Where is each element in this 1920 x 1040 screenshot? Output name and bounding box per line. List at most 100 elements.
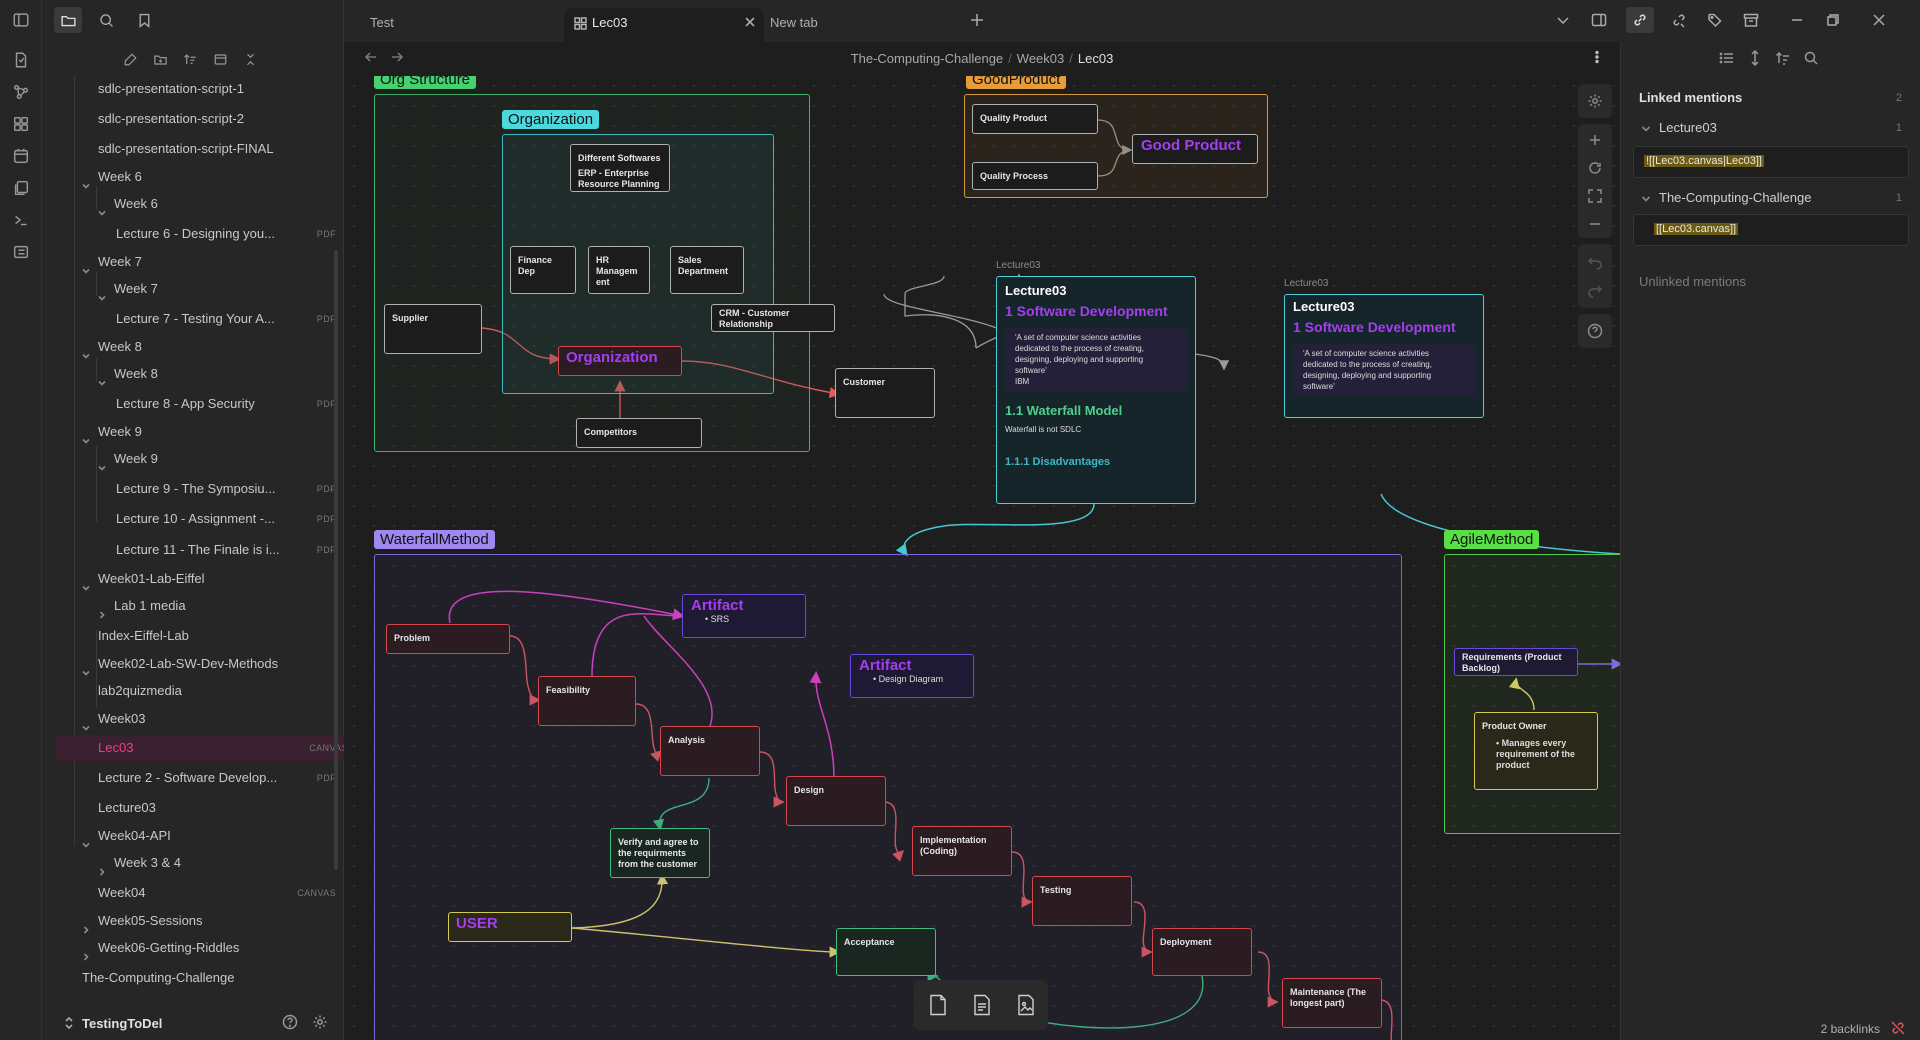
graph-view-icon[interactable] <box>11 82 31 102</box>
backlink-file-computing-challenge[interactable]: The-Computing-Challenge <box>1659 190 1812 205</box>
node-artifact-design-diagram[interactable]: Artifact• Design Diagram <box>850 654 974 698</box>
list-item[interactable]: sdlc-presentation-script-FINAL <box>98 141 274 156</box>
folder-item[interactable]: Week 7 <box>98 276 308 302</box>
node-sales-department[interactable]: Sales Department <box>670 246 744 294</box>
folder-item[interactable]: Lab 1 media <box>98 593 308 619</box>
folder-item[interactable]: Week06-Getting-Riddles <box>82 935 308 961</box>
sidebar-toggle-icon[interactable] <box>11 10 31 30</box>
file-item[interactable]: The-Computing-Challenge <box>82 970 235 985</box>
folder-item[interactable]: Week 9 <box>82 419 308 445</box>
chevron-down-icon[interactable] <box>1641 122 1651 132</box>
file-item[interactable]: Lecture 11 - The Finale is i...PDF <box>116 542 336 557</box>
group-label-good-product[interactable]: GoodProduct <box>966 76 1067 89</box>
node-acceptance[interactable]: Acceptance <box>836 928 936 976</box>
forward-arrow-icon[interactable] <box>390 50 406 66</box>
more-options-icon[interactable] <box>1590 50 1606 66</box>
auto-reveal-icon[interactable] <box>211 50 229 68</box>
node-customer[interactable]: Customer <box>835 368 935 418</box>
node-verify-requirements[interactable]: Verify and agree to the requirments from… <box>610 828 710 878</box>
add-card-icon[interactable] <box>926 993 950 1017</box>
linked-mentions-heading[interactable]: Linked mentions <box>1639 90 1743 105</box>
search-icon[interactable] <box>1803 50 1821 68</box>
undo-icon[interactable] <box>1587 254 1603 270</box>
collapse-results-icon[interactable] <box>1719 50 1737 68</box>
slides-icon[interactable] <box>11 242 31 262</box>
group-label-agile[interactable]: AgileMethod <box>1444 530 1540 549</box>
zoom-in-icon[interactable] <box>1587 132 1603 148</box>
folder-item[interactable]: Week 8 <box>82 334 308 360</box>
back-arrow-icon[interactable] <box>364 50 380 66</box>
backlink-snippet[interactable]: ![[Lec03.canvas|Lec03]] <box>1633 146 1909 178</box>
embed-lecture03-card-2[interactable]: Lecture03 1 Software Development 'A set … <box>1284 294 1484 418</box>
outgoing-links-icon[interactable] <box>1670 11 1688 29</box>
list-item[interactable]: sdlc-presentation-script-1 <box>98 81 244 96</box>
add-media-icon[interactable] <box>1014 993 1038 1017</box>
node-requirements-backlog[interactable]: Requirements (Product Backlog) <box>1454 648 1578 676</box>
daily-note-icon[interactable] <box>11 146 31 166</box>
tab-test[interactable]: Test <box>370 15 394 30</box>
tab-new[interactable]: New tab <box>770 15 818 30</box>
file-item[interactable]: Lecture03 <box>98 800 156 815</box>
templates-icon[interactable] <box>11 178 31 198</box>
unlinked-mentions-heading[interactable]: Unlinked mentions <box>1639 274 1746 289</box>
list-item[interactable]: sdlc-presentation-script-2 <box>98 111 244 126</box>
folder-item[interactable]: Week05-Sessions <box>82 908 308 934</box>
backlink-snippet[interactable]: [[Lec03.canvas]] <box>1633 214 1909 246</box>
file-item-active[interactable]: Lec03CANVAS <box>56 735 344 761</box>
node-problem[interactable]: Problem <box>386 624 510 654</box>
chevron-up-down-icon[interactable] <box>64 1016 74 1030</box>
folder-item[interactable]: Week 8 <box>98 361 308 387</box>
tab-lec03[interactable]: Lec03 <box>564 8 764 42</box>
file-item[interactable]: Lecture 6 - Designing you...PDF <box>116 226 336 241</box>
folder-item[interactable]: Week 9 <box>98 446 308 472</box>
restore-icon[interactable] <box>1824 11 1842 29</box>
group-label-org-structure[interactable]: Org Structure <box>374 76 477 89</box>
node-supplier[interactable]: Supplier <box>384 304 482 354</box>
vault-name[interactable]: TestingToDel <box>82 1016 163 1031</box>
collapse-all-icon[interactable] <box>241 50 259 68</box>
tab-list-chevron-icon[interactable] <box>1554 11 1572 29</box>
chevron-down-icon[interactable] <box>1641 192 1651 202</box>
folder-item[interactable]: Week 7 <box>82 249 308 275</box>
folder-item[interactable]: Week02-Lab-SW-Dev-Methods <box>82 651 308 677</box>
open-quick-switcher-icon[interactable] <box>11 50 31 70</box>
redo-icon[interactable] <box>1587 282 1603 298</box>
help-icon[interactable] <box>282 1014 298 1030</box>
status-backlinks[interactable]: 2 backlinks <box>1820 1022 1880 1036</box>
breadcrumb-part[interactable]: The-Computing-Challenge <box>850 51 1004 66</box>
folder-icon[interactable] <box>54 7 82 33</box>
backlinks-tab-icon[interactable] <box>1626 7 1654 33</box>
help-icon[interactable] <box>1587 323 1603 339</box>
node-quality-process[interactable]: Quality Process <box>972 162 1098 190</box>
new-note-icon[interactable] <box>121 50 139 68</box>
folder-item[interactable]: Week 6 <box>98 191 308 217</box>
tags-icon[interactable] <box>1706 11 1724 29</box>
file-item[interactable]: lab2quizmedia <box>98 683 182 698</box>
canvas-settings-gear-icon[interactable] <box>1587 93 1603 109</box>
show-more-context-icon[interactable] <box>1747 49 1765 68</box>
close-icon[interactable] <box>744 16 758 30</box>
zoom-out-icon[interactable] <box>1587 216 1603 232</box>
node-good-product[interactable]: Good Product <box>1132 134 1258 164</box>
add-note-icon[interactable] <box>970 993 994 1017</box>
node-user[interactable]: USER <box>448 912 572 942</box>
folder-item[interactable]: Week 3 & 4 <box>98 850 308 876</box>
command-palette-icon[interactable] <box>11 210 31 230</box>
node-testing[interactable]: Testing <box>1032 876 1132 926</box>
folder-item[interactable]: Week01-Lab-Eiffel <box>82 566 308 592</box>
new-folder-icon[interactable] <box>151 50 169 68</box>
file-item[interactable]: Lecture 9 - The Symposiu...PDF <box>116 481 336 496</box>
folder-item[interactable]: Week 6 <box>82 164 308 190</box>
node-competitors[interactable]: Competitors <box>576 418 702 448</box>
node-maintenance[interactable]: Maintenance (The longest part) <box>1282 978 1382 1028</box>
breadcrumb-current[interactable]: Lec03 <box>1077 51 1114 66</box>
group-label-organization[interactable]: Organization <box>502 110 600 129</box>
file-item[interactable]: Lecture 10 - Assignment -...PDF <box>116 511 336 526</box>
scrollbar[interactable] <box>334 250 338 870</box>
minimize-icon[interactable] <box>1788 11 1806 29</box>
node-finance-dep[interactable]: Finance Dep <box>510 246 576 294</box>
